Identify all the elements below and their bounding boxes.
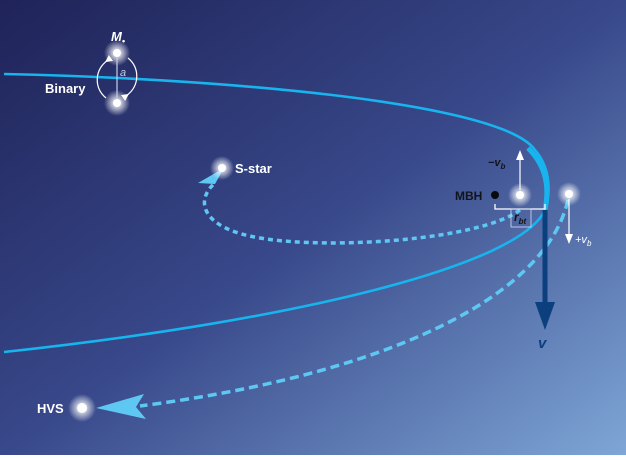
pericenter-segment <box>526 146 550 211</box>
hvs-label: HVS <box>37 401 64 416</box>
hvs-dashed-trajectory <box>139 199 570 408</box>
hvs-arrowhead <box>96 394 146 419</box>
neg-vb-label: −vb <box>488 157 506 171</box>
rbt-label-box <box>510 208 532 228</box>
pos-vb-arrowhead <box>565 234 573 244</box>
binary-label: Binary <box>45 81 86 96</box>
s-star-dashed-orbit <box>202 181 522 245</box>
binary-star-top <box>113 49 121 57</box>
ejected-star <box>565 190 573 198</box>
velocity-label: v <box>538 335 548 352</box>
binary-star-bottom <box>113 99 121 107</box>
separation-label: a <box>120 67 126 79</box>
hvs-star <box>77 403 87 413</box>
s-star <box>218 164 226 172</box>
s-star-label: S-star <box>235 161 272 176</box>
captured-star <box>516 191 524 199</box>
mass-label: M• <box>111 29 125 46</box>
pos-vb-label: +vb <box>575 234 592 248</box>
rotation-arc-left <box>96 54 114 99</box>
neg-vb-arrowhead <box>516 150 524 160</box>
rotation-arc-right <box>120 57 138 102</box>
mbh-dot <box>491 191 499 199</box>
velocity-arrowhead <box>535 302 555 330</box>
mbh-label: MBH <box>455 189 482 203</box>
rbt-label: rbt <box>514 210 527 226</box>
